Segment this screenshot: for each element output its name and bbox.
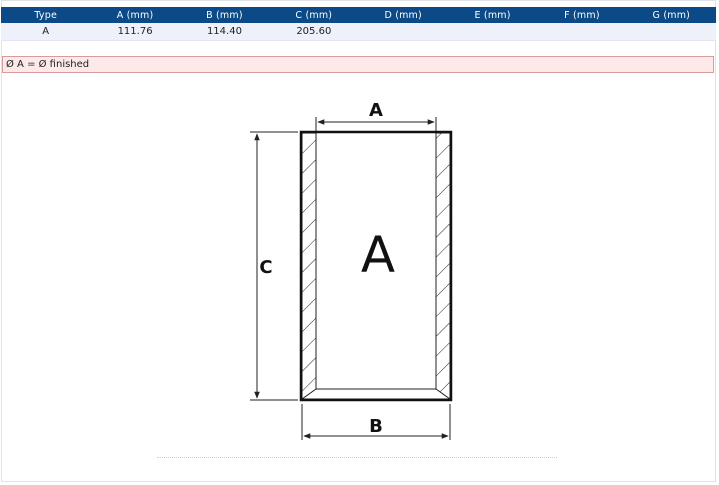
cell-type: A: [1, 23, 91, 41]
label-b: B: [369, 416, 383, 437]
column-header-d: D (mm): [358, 7, 448, 23]
cell-g: [626, 23, 716, 41]
cell-b: 114.40: [179, 23, 270, 41]
cell-f: [537, 23, 627, 41]
column-header-c: C (mm): [269, 7, 359, 23]
column-header-f: F (mm): [537, 7, 627, 23]
label-a-center: A: [361, 226, 395, 284]
sleeve-outline: [299, 130, 453, 402]
finish-note: Ø A = Ø finished: [2, 56, 714, 73]
table-header-row: Type A (mm) B (mm) C (mm) D (mm) E (mm) …: [1, 7, 716, 23]
label-c: C: [259, 257, 272, 278]
cell-c: 205.60: [269, 23, 359, 41]
cell-d: [358, 23, 448, 41]
dimension-a: [315, 117, 437, 131]
column-header-type: Type: [1, 7, 91, 23]
dimension-c: [250, 131, 298, 401]
label-a-top: A: [369, 100, 383, 121]
cell-a: 111.76: [90, 23, 180, 41]
cell-e: [447, 23, 538, 41]
column-header-b: B (mm): [179, 7, 270, 23]
table-row: A 111.76 114.40 205.60: [1, 23, 716, 41]
column-header-a: A (mm): [90, 7, 180, 23]
divider: [157, 457, 557, 458]
dimension-table: Type A (mm) B (mm) C (mm) D (mm) E (mm) …: [1, 7, 716, 41]
column-header-g: G (mm): [626, 7, 716, 23]
column-header-e: E (mm): [447, 7, 538, 23]
dimension-b: [301, 404, 451, 440]
